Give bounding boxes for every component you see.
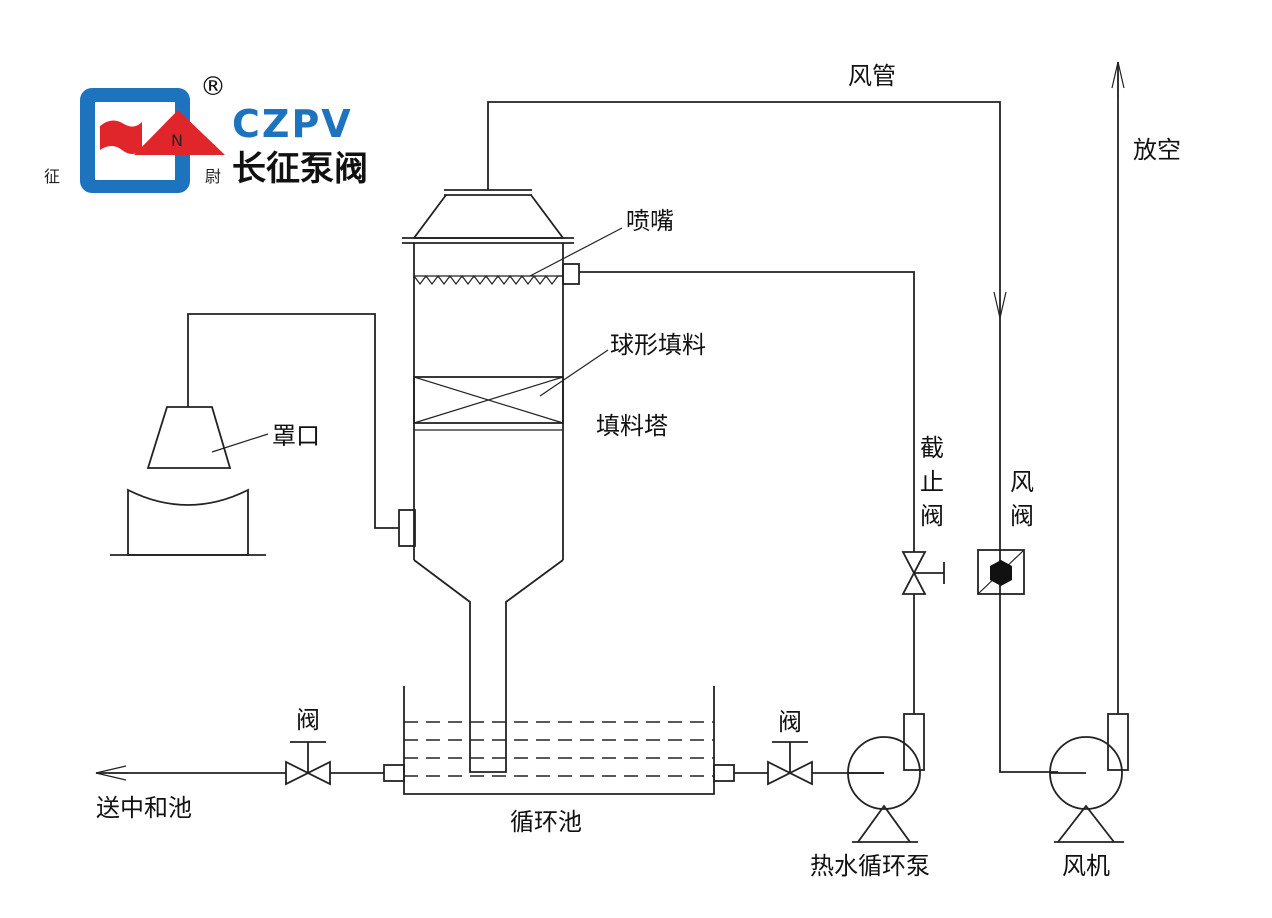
label-to-neutralization: 送中和池 [96,794,192,822]
logo-side-right: 尉 [205,167,221,186]
discharge-line [95,764,405,782]
label-circulation-tank: 循环池 [510,808,582,836]
logo-brand-en: CZPV [232,102,353,146]
hot-water-pump [847,713,925,843]
logo-mark-letter: N [171,131,183,150]
air-damper [977,549,1025,595]
label-hot-water-pump: 热水循环泵 [810,852,930,880]
damper-disc-icon [990,560,1012,586]
packed-tower [402,189,574,773]
duct-flow-arrow-icon [993,291,1007,319]
spray-nozzles [413,275,563,285]
valve-right [767,741,813,786]
label-air-valve-1: 风 [1010,468,1034,496]
logo-side-left: 征 [44,167,60,186]
label-hood: 罩口 [272,422,320,450]
label-nozzle: 喷嘴 [626,207,674,235]
discharge-arrow-icon [95,765,128,781]
company-logo: N 征 尉 ® CZPV 长征泵阀 [44,72,368,193]
vent-arrow-icon [1111,61,1125,98]
logo-red-flag-icon [100,120,142,154]
valve-left [285,741,331,786]
label-air-duct: 风管 [848,62,896,90]
label-packing: 球形填料 [610,331,706,359]
fan [1049,713,1129,843]
logo-red-mountain-icon [134,110,225,155]
nozzle-connector [562,263,580,285]
label-fan: 风机 [1062,852,1110,880]
packing-bed [413,376,564,424]
logo-brand-cn: 长征泵阀 [232,149,368,189]
label-valve-left: 阀 [296,706,320,734]
label-vent: 放空 [1133,136,1181,164]
label-tower: 填料塔 [596,412,668,440]
label-stop-valve-2: 止 [920,468,944,496]
label-stop-valve-1: 截 [920,434,944,462]
circulation-tank [403,686,715,795]
label-valve-right: 阀 [778,708,802,736]
stop-valve [901,551,945,595]
nozzle-feed-line [579,271,915,714]
logo-registered-mark: ® [200,72,226,102]
vent-stack [1111,61,1125,714]
label-stop-valve-3: 阀 [920,502,944,530]
label-air-valve-2: 阀 [1010,502,1034,530]
fume-hood [110,313,416,556]
air-duct [487,101,1058,773]
